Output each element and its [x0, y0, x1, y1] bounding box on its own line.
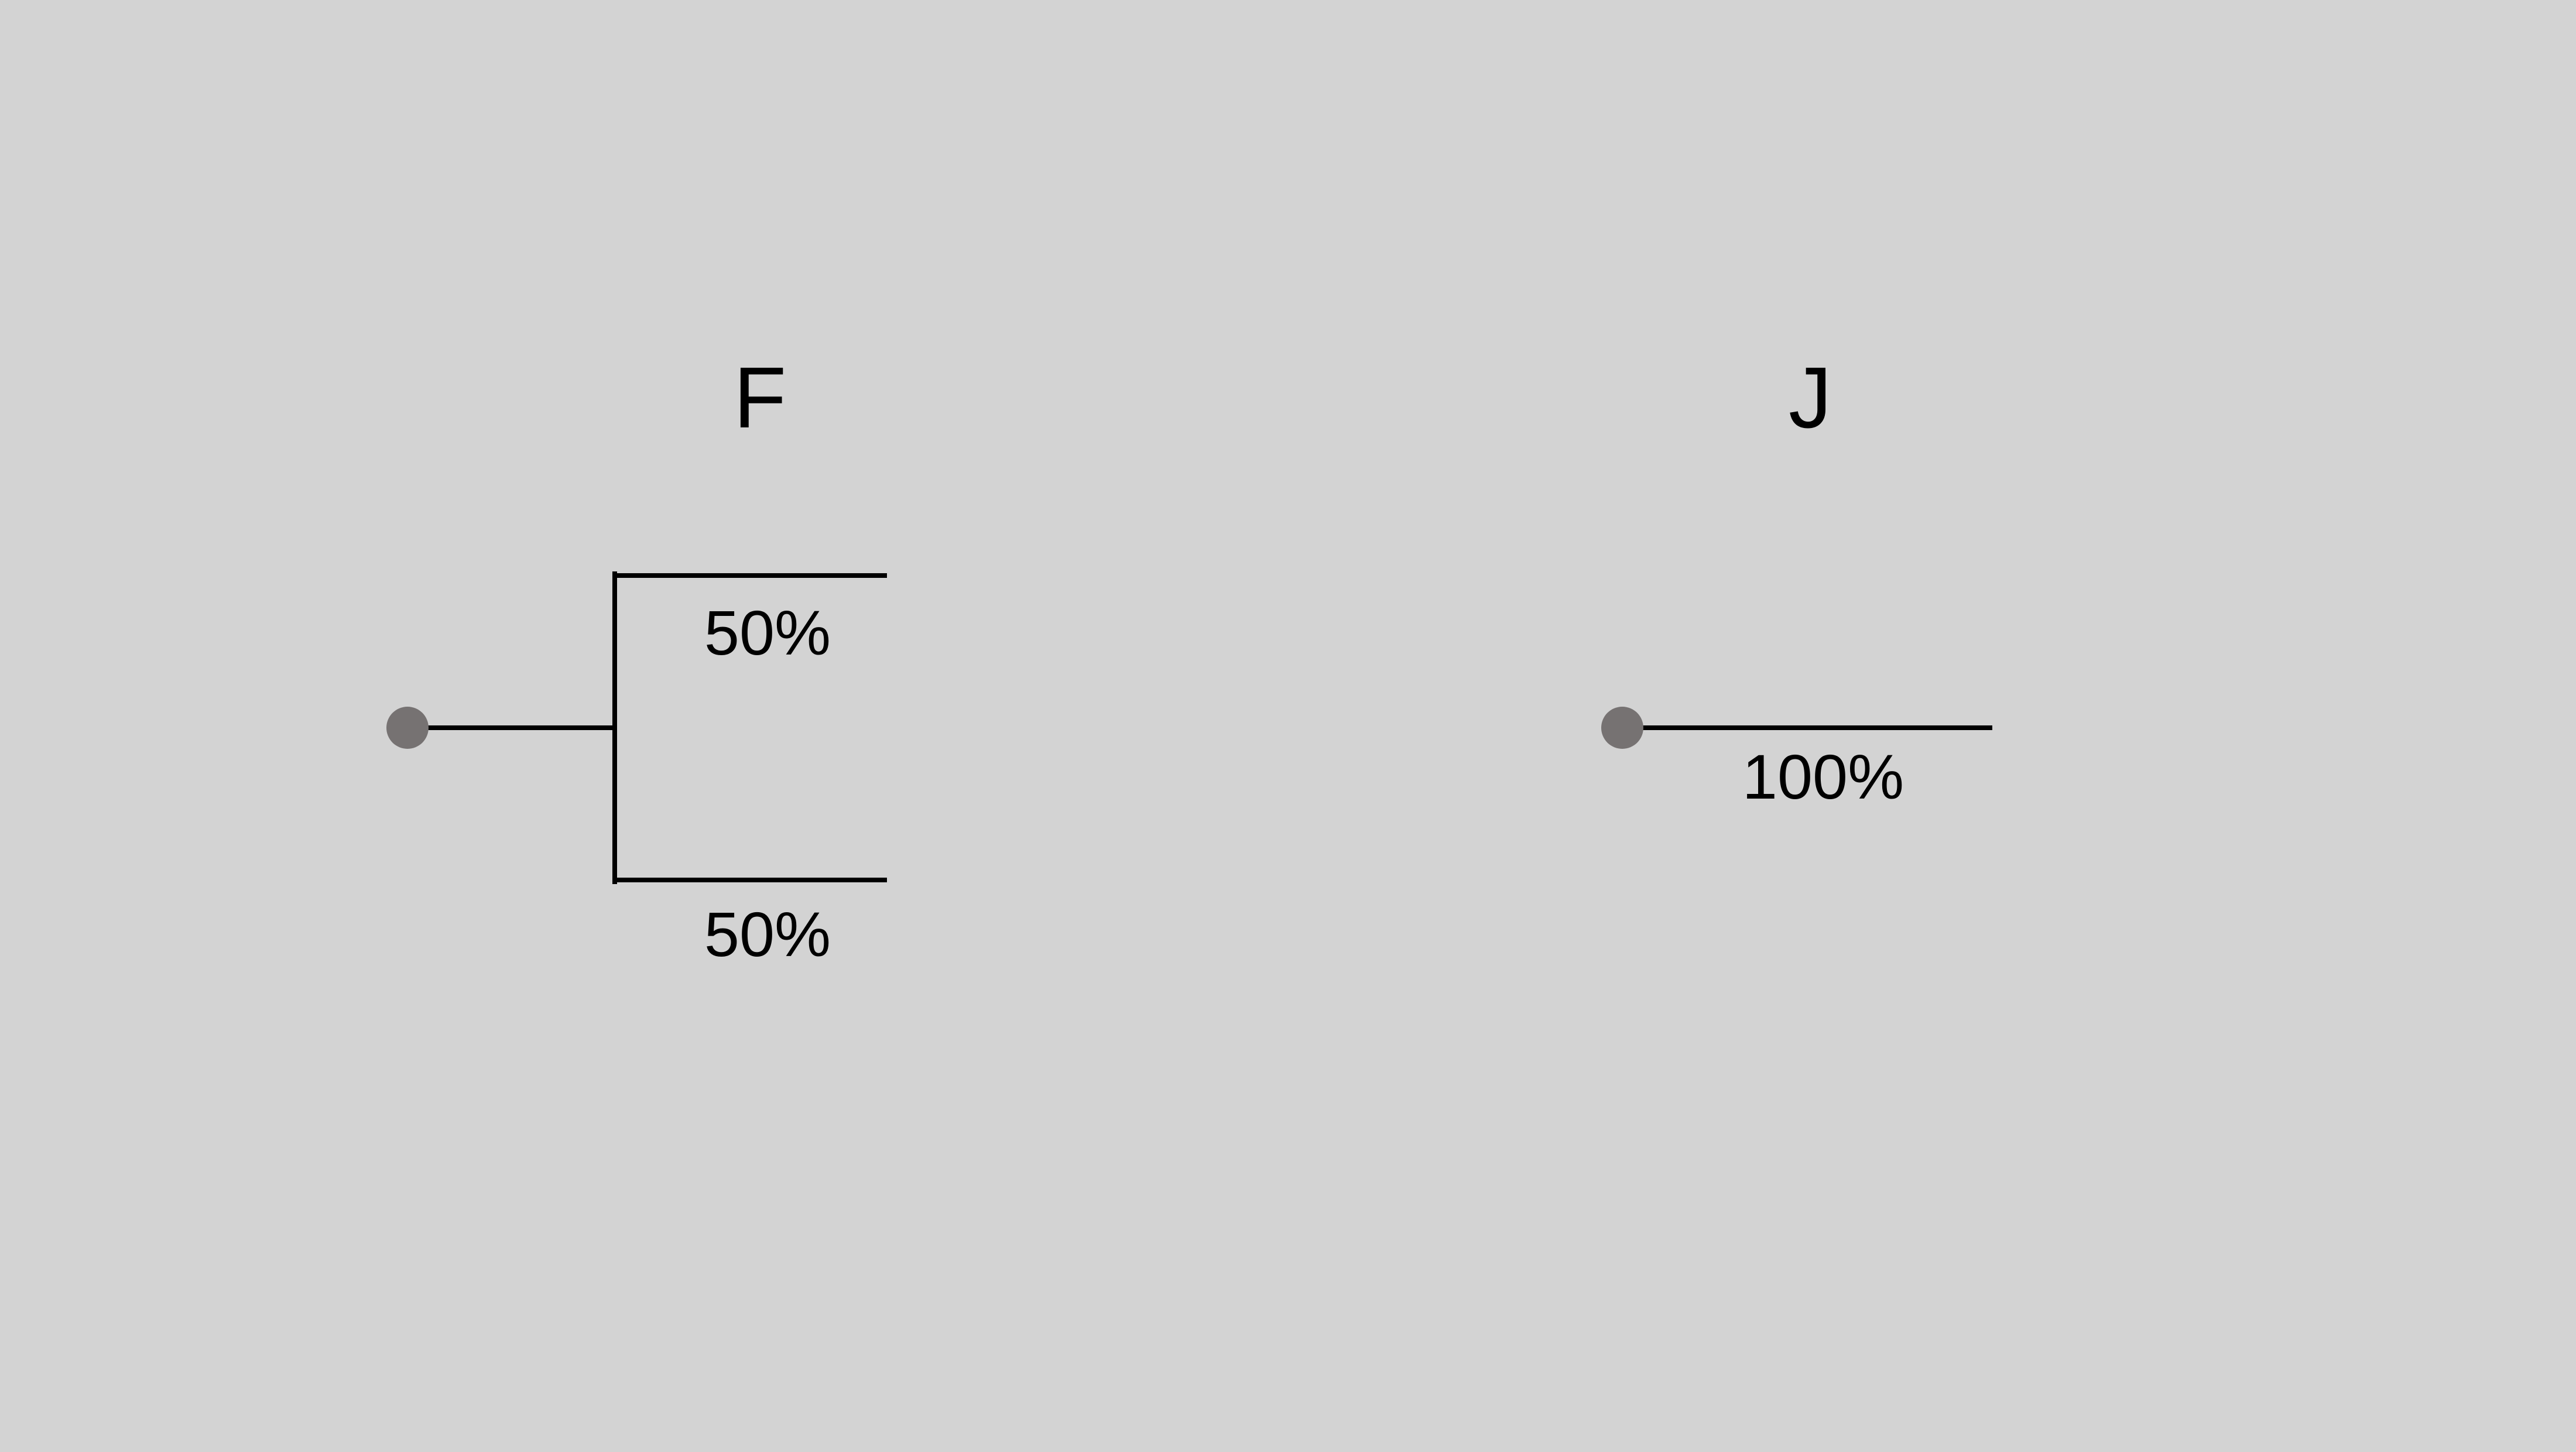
panel-f-start-node	[386, 707, 429, 749]
panel-j-start-node	[1601, 707, 1643, 749]
panel-f-branch-bottom-label: 50%	[704, 899, 831, 970]
panel-j-title: J	[1789, 350, 1832, 446]
panel-j: J 100%	[1601, 350, 1992, 812]
panel-f-branch-top-label: 50%	[704, 597, 831, 668]
panel-j-branch-label: 100%	[1742, 741, 1904, 812]
panel-f: F 50% 50%	[386, 350, 887, 970]
panel-f-title: F	[734, 350, 786, 446]
